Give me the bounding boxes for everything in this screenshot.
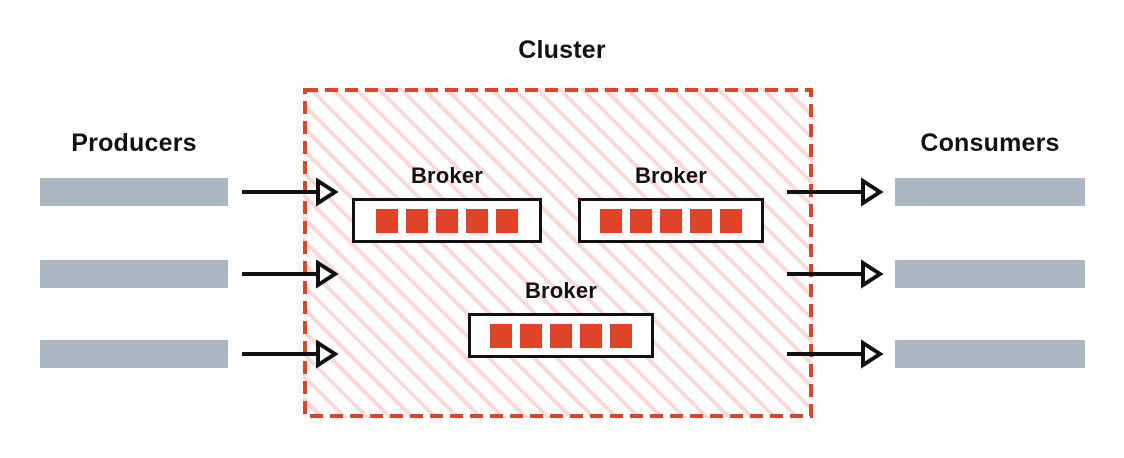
cluster-region [303,88,813,418]
producer-arrow-1 [242,177,339,207]
partition-block [376,208,398,233]
partition-block [406,208,428,233]
partition-block [490,323,512,348]
partition-block [436,208,458,233]
consumer-arrow-3 [787,339,884,369]
consumer-arrow-2 [787,259,884,289]
partition-block [610,323,632,348]
partition-block [660,208,682,233]
producer-bar-2[interactable] [40,260,228,288]
consumer-bar-2[interactable] [895,260,1085,288]
consumer-bar-1[interactable] [895,178,1085,206]
producer-bar-3[interactable] [40,340,228,368]
producer-arrow-2 [242,259,339,289]
broker-label-3: Broker [524,278,598,303]
partition-block [690,208,712,233]
partition-block [720,208,742,233]
partition-block [496,208,518,233]
producer-arrow-3 [242,339,339,369]
producers-label: Producers [71,129,197,157]
partition-block [550,323,572,348]
broker-box-1[interactable] [352,198,542,243]
consumer-bar-3[interactable] [895,340,1085,368]
partition-block [466,208,488,233]
broker-box-2[interactable] [578,198,764,243]
broker-label-2: Broker [634,163,708,188]
consumers-label: Consumers [920,129,1060,157]
partition-block [580,323,602,348]
partition-block [630,208,652,233]
partition-block [520,323,542,348]
cluster-title: Cluster [518,36,606,64]
consumer-arrow-1 [787,177,884,207]
partition-block [600,208,622,233]
broker-box-3[interactable] [468,313,654,358]
producer-bar-1[interactable] [40,178,228,206]
broker-label-1: Broker [410,163,484,188]
